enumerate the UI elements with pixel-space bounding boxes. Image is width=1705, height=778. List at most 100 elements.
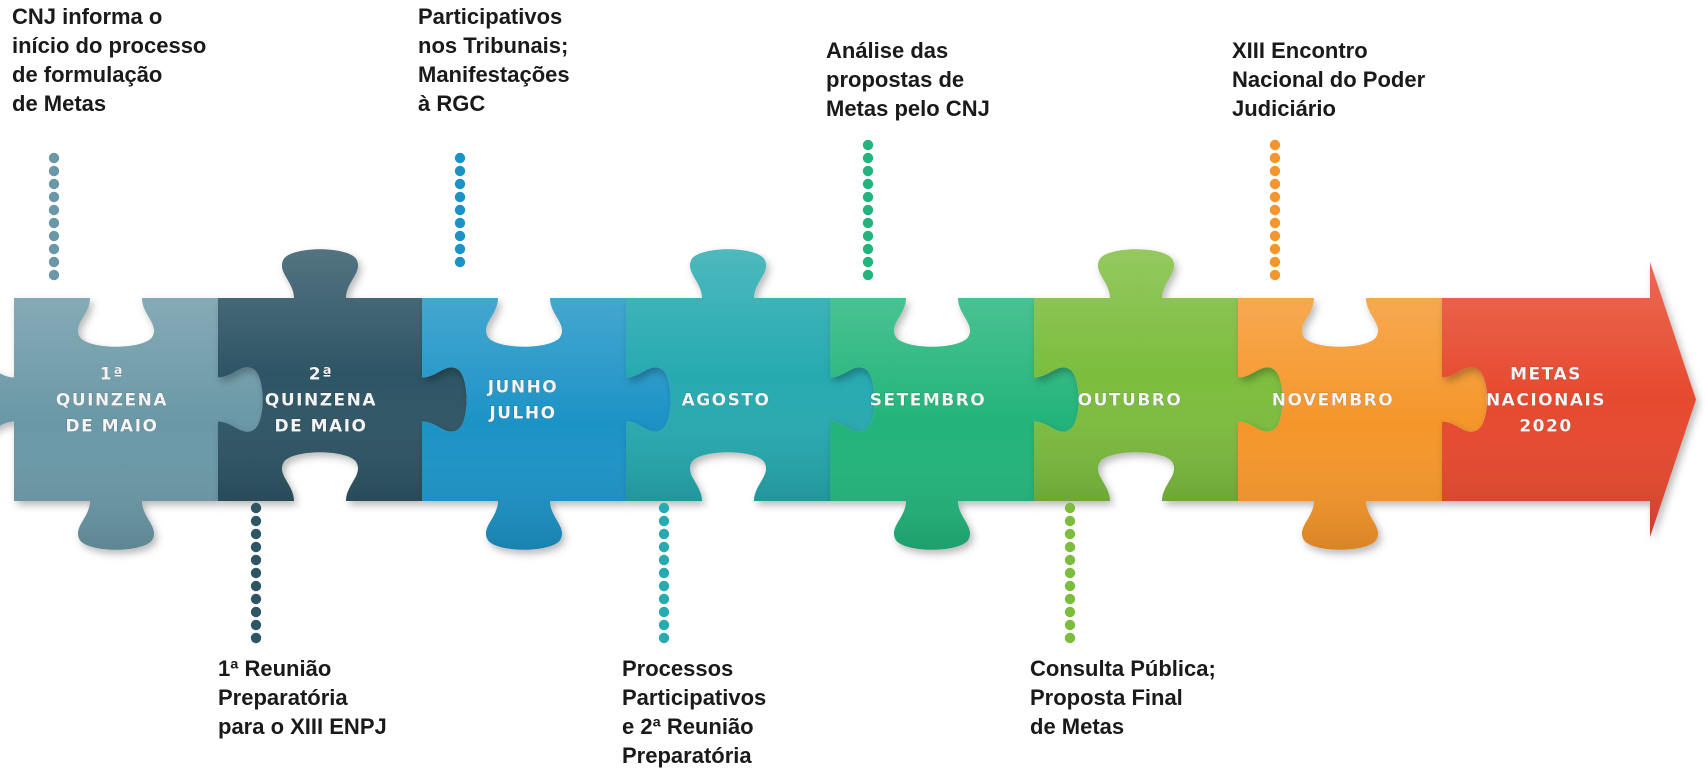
connector-dot xyxy=(250,528,262,540)
connector-dot xyxy=(48,191,60,203)
arrow-piece-gloss xyxy=(1442,262,1696,537)
connector-dot xyxy=(48,204,60,216)
connector-dot xyxy=(658,515,670,527)
connector-dot xyxy=(862,165,874,177)
connector-dot xyxy=(862,269,874,281)
connector-dot xyxy=(250,619,262,631)
note-xiii-encontro: XIII Encontro Nacional do Poder Judiciár… xyxy=(1232,36,1425,123)
connector-dot xyxy=(454,230,466,242)
note-line: 1ª Reunião xyxy=(218,656,332,681)
note-1a-reuniao: 1ª Reunião Preparatória para o XIII ENPJ xyxy=(218,654,387,741)
connector-dot xyxy=(454,204,466,216)
connector-dot xyxy=(48,269,60,281)
connector-dot xyxy=(48,256,60,268)
note-line: Proposta Final xyxy=(1030,685,1183,710)
stage-label: OUTUBRO xyxy=(1077,390,1183,411)
connector-dot xyxy=(454,165,466,177)
connector-dot xyxy=(862,243,874,255)
note-participativos: Participativos nos Tribunais; Manifestaç… xyxy=(418,2,570,118)
connector-dot xyxy=(1064,528,1076,540)
puzzle-piece-gloss xyxy=(218,249,467,501)
connector-dot xyxy=(250,593,262,605)
connector-dot xyxy=(1064,580,1076,592)
note-line: Preparatória xyxy=(622,743,752,768)
note-line: Manifestações xyxy=(418,62,570,87)
stage-label: SETEMBRO xyxy=(869,390,986,411)
connector-dot xyxy=(862,139,874,151)
note-line: propostas de xyxy=(826,67,965,92)
connector-dot xyxy=(658,593,670,605)
connector-dot xyxy=(1064,632,1076,644)
puzzle-piece-gloss xyxy=(626,249,875,501)
note-line: de Metas xyxy=(1030,714,1125,739)
stage-label-line: JULHO xyxy=(488,404,556,424)
connector-dot xyxy=(862,152,874,164)
note-consulta-publica: Consulta Pública; Proposta Final de Meta… xyxy=(1030,654,1216,741)
connector-dot xyxy=(48,217,60,229)
connector-dot xyxy=(1064,502,1076,514)
connector-dot xyxy=(250,632,262,644)
note-line: de Metas xyxy=(12,91,107,116)
connector-dot xyxy=(250,515,262,527)
stage-label-line: 1ª xyxy=(100,365,124,385)
stage-label: JUNHO JULHO xyxy=(486,377,559,424)
stage-label-line: NOVEMBRO xyxy=(1272,391,1394,411)
connector-dot xyxy=(1269,152,1281,164)
connector-dot xyxy=(1269,191,1281,203)
connector-dot xyxy=(48,243,60,255)
connector-dot xyxy=(250,502,262,514)
note-line: Análise das xyxy=(826,38,949,63)
connector-dot xyxy=(1269,217,1281,229)
connector-dot xyxy=(48,178,60,190)
stage-label-line: JUNHO xyxy=(487,378,559,398)
note-line: XIII Encontro xyxy=(1232,38,1368,63)
stage-label-line: 2ª xyxy=(309,365,333,385)
note-processos-participativos: Processos Participativos e 2ª Reunião Pr… xyxy=(622,654,766,770)
connector-dot xyxy=(1269,204,1281,216)
connector-dot xyxy=(658,554,670,566)
connector-dot xyxy=(1064,606,1076,618)
connector-dot xyxy=(454,152,466,164)
connector-dot xyxy=(862,256,874,268)
stage-label-line: OUTUBRO xyxy=(1078,391,1183,411)
connector-dot xyxy=(454,178,466,190)
stage-label-line: SETEMBRO xyxy=(870,391,986,411)
note-line: para o XIII ENPJ xyxy=(218,714,387,739)
connector-dot xyxy=(1269,165,1281,177)
connector-dot xyxy=(1269,256,1281,268)
connector-dot xyxy=(1064,541,1076,553)
note-line: à RGC xyxy=(418,91,486,116)
note-line: Participativos xyxy=(622,685,767,710)
connector-dot xyxy=(454,243,466,255)
connector-dot xyxy=(250,580,262,592)
connector-dot xyxy=(1064,619,1076,631)
connector-dot xyxy=(1064,567,1076,579)
connector-dot xyxy=(250,541,262,553)
note-line: CNJ informa o xyxy=(12,4,163,29)
puzzle-piece-gloss xyxy=(1034,249,1283,501)
puzzle-piece-gloss xyxy=(1238,298,1487,550)
stage-label-line: METAS xyxy=(1510,365,1582,385)
stage-label-line: DE MAIO xyxy=(66,417,159,437)
note-analise-propostas: Análise das propostas de Metas pelo CNJ xyxy=(826,36,990,123)
stage-label-line: QUINZENA xyxy=(265,391,377,411)
note-line: Processos xyxy=(622,656,734,681)
connector-dot xyxy=(48,230,60,242)
connector-dot xyxy=(658,528,670,540)
connector-dot xyxy=(658,580,670,592)
note-line: Nacional do Poder xyxy=(1232,67,1426,92)
note-line: Consulta Pública; xyxy=(1030,656,1216,681)
connector-dot xyxy=(862,204,874,216)
puzzle-piece-gloss xyxy=(0,298,263,550)
note-line: Metas pelo CNJ xyxy=(826,96,990,121)
connector-dot xyxy=(48,152,60,164)
note-line: Participativos xyxy=(418,4,563,29)
note-cnj-informa: CNJ informa o início do processo de form… xyxy=(12,2,206,118)
connector-dot xyxy=(454,191,466,203)
note-line: e 2ª Reunião xyxy=(622,714,754,739)
connector-dot xyxy=(250,606,262,618)
connector-dot xyxy=(1269,243,1281,255)
